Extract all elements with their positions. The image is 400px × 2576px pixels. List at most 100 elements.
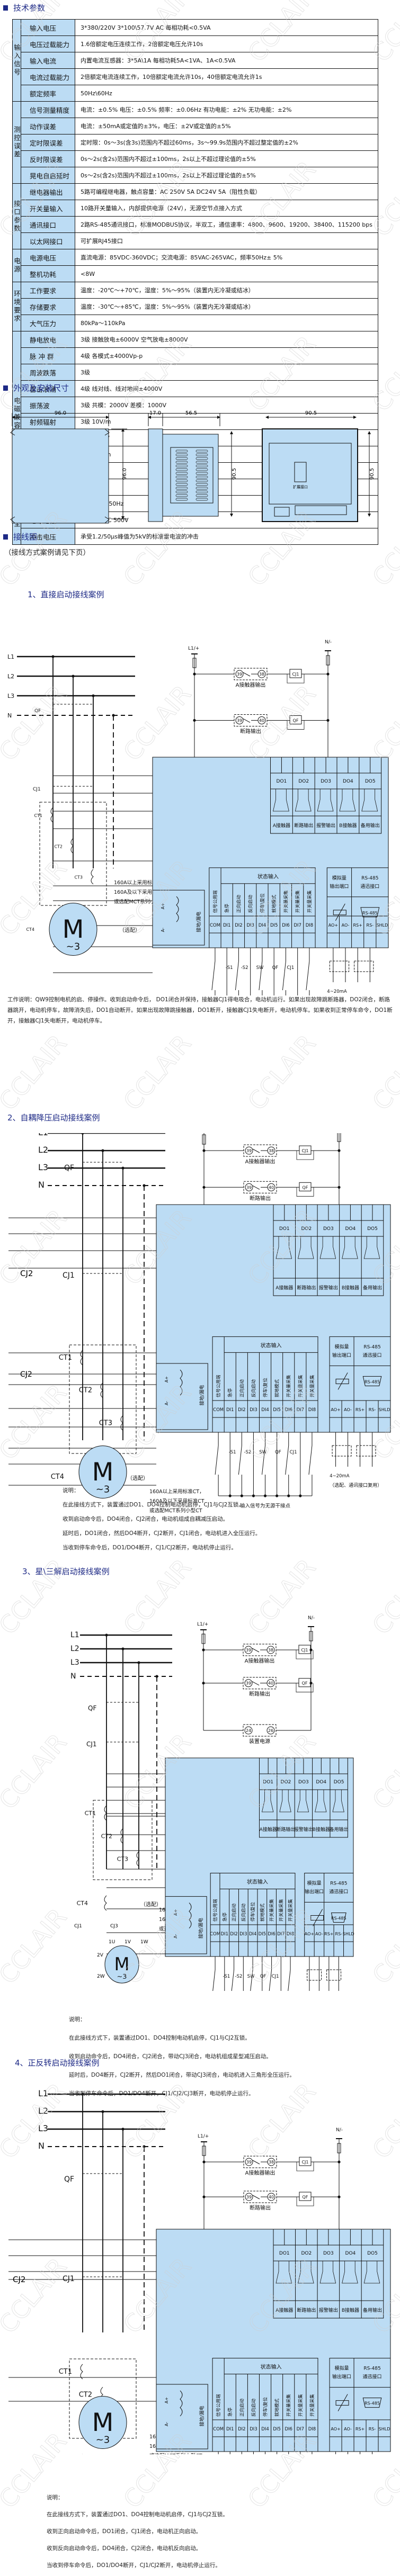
di-function: 信号公用端	[216, 2394, 221, 2417]
ao-terminal: SHLD	[377, 923, 388, 928]
junction-dot	[275, 1494, 279, 1497]
terminal-number: 40	[259, 718, 264, 723]
spec-group-label: 接口参数	[12, 183, 21, 249]
relay-contact-icon	[317, 789, 334, 812]
junction-dot	[81, 2093, 84, 2096]
do-function: 断路输出	[277, 1826, 296, 1833]
ao-terminal: SHLD	[379, 1407, 390, 1412]
ct-note: 160A以上采用标准CT，	[149, 1488, 205, 1495]
ct-label: CT1	[34, 813, 42, 818]
terminal-number: 24	[246, 1728, 251, 1733]
do-function: A接触器	[275, 1285, 293, 1291]
dimension-drawings: 96.0 96.0 17.0 56.5 90.5 90.5 扩展接口 90.5	[10, 410, 375, 524]
description-heading: 说明：	[47, 2494, 64, 2501]
spec-label: 开关量输入	[20, 200, 76, 217]
line-label: N	[38, 1180, 45, 1190]
do-label: DO2	[281, 1780, 291, 1785]
do-function: B接触器	[339, 822, 357, 829]
ct-label: CT2	[101, 1833, 112, 1839]
do-label: DO2	[301, 2251, 312, 2256]
ao-terminal: RS-	[369, 2427, 376, 2431]
optional-label: （选配）	[140, 1901, 162, 1908]
side-front-depth-dim: 17.0	[149, 410, 161, 416]
control-output-label: A接触器输出	[245, 1158, 275, 1165]
coil-label: CJ1	[292, 672, 299, 677]
rs-title: 通迅接口	[360, 883, 379, 890]
line-label: L3	[7, 693, 14, 699]
side-view: 17.0 56.5 90.5	[148, 410, 237, 522]
di-label: DI3	[250, 2427, 257, 2432]
section-tech-params: 技术参数	[3, 2, 45, 13]
spec-row: 以太网接口可扩展RJ45接口	[13, 232, 378, 249]
spec-value: 3级 10V/m	[75, 413, 378, 430]
spec-value: 3级	[75, 364, 378, 381]
do-function: 断路输出	[297, 1285, 316, 1291]
di-label: DI7	[277, 1932, 285, 1937]
case-1-title: 1、直接启动接线案例	[28, 590, 104, 599]
status-input-title: 状态输入	[261, 2364, 282, 2371]
di-function: 开关量采集	[283, 890, 289, 913]
motor-terminal-label: 1V	[125, 1940, 131, 1945]
spec-value: 电流：±0.5% 电压：±0.5% 频率：±0.06Hz 有功电能：±2% 无功…	[75, 101, 378, 118]
spec-row: 冲击电压承受1.2/50μs峰值为5kV的标准雷电波的冲击	[13, 528, 378, 545]
contactor-label: CJ3	[110, 1924, 118, 1929]
di-label: DI1	[226, 2427, 234, 2432]
contactor-label: CJ2	[13, 2275, 25, 2284]
side-height-dim: 90.5	[232, 468, 237, 480]
description-line: 当收到停车命令后，DO1/DO4断开，CJ1/CJ2断开，电动机停止运行。	[47, 2562, 221, 2569]
di-function: 开关量采集	[298, 1375, 304, 1397]
relay-contact-icon	[297, 1790, 309, 1812]
spec-value: 5路可编程继电器，触点容量：AC 250V 5A DC24V 5A（阻性负载）	[75, 183, 378, 200]
leak-terminal: A-	[164, 1401, 169, 1405]
spec-label: 电流过载能力	[20, 68, 76, 85]
coil-label: QF	[303, 1185, 308, 1190]
do-label: DO5	[367, 2251, 378, 2256]
line-label: L1	[38, 2088, 48, 2098]
di-label: DI7	[297, 1407, 304, 1413]
ao-terminal: AO-	[315, 1932, 323, 1936]
di-label: DI4	[249, 1932, 256, 1937]
motor-terminal-label: 1W	[140, 1940, 148, 1945]
switch-label: QF	[272, 965, 279, 971]
watermark-text: CCLAIR	[367, 1029, 400, 1116]
bullet-square-icon	[3, 534, 8, 540]
do-function: B接触器	[342, 2307, 359, 2313]
junction-dot	[155, 1675, 158, 1678]
spec-label: 电源电压	[20, 249, 76, 266]
description-line: 在此接线方式下，装置通过DO1、DO4控制电动机启停，CJ1与CJ2互锁。	[69, 2035, 251, 2041]
rs485-port-icon	[360, 907, 380, 918]
leak-label: 接地/漏电	[195, 912, 202, 932]
di-function: 停车\复位	[263, 1378, 269, 1397]
breaker-label: QF	[88, 1704, 96, 1712]
control-output-label: 断路输出	[250, 2204, 271, 2211]
do-label: DO5	[367, 1226, 378, 1232]
di-function: 开关量采集	[269, 1899, 275, 1922]
do-label: DO3	[323, 2251, 334, 2256]
line-label: N	[70, 1672, 76, 1681]
di-function: 开关量采集	[295, 890, 301, 913]
ct-label: CT2	[79, 1387, 92, 1395]
contactor-label: CJ1	[86, 1740, 97, 1748]
front-width-dim: 96.0	[55, 410, 66, 416]
potentiometer-icon	[333, 910, 346, 915]
section-title: 技术参数	[13, 3, 46, 13]
relay-contact-icon	[342, 2261, 358, 2284]
supply-left-label: L1/+	[197, 1622, 208, 1627]
spec-label: 晃电自启延时	[20, 167, 76, 184]
bullet-square-icon	[3, 5, 8, 11]
spec-value: <8W	[75, 265, 378, 282]
junction-dot	[337, 2195, 341, 2198]
relay-contact-icon	[275, 2261, 292, 2284]
di-function: 开关量采集	[286, 2394, 292, 2417]
do-function: 备用输出	[363, 2307, 382, 2313]
ao-title: 输出端口	[305, 1889, 324, 1895]
di-label: DI5	[270, 923, 278, 928]
wiring-diagram-reversing-start: L1L2L3NQFCJ1CT1CT2CT3CT4（选配）160A以上采用标准CT…	[8, 2088, 391, 2454]
control-output-label: 装置电源	[249, 1738, 270, 1745]
di-label: COM	[213, 2427, 224, 2432]
spec-value: 内置电流互感器：3*5A\1A 每相功耗5A<1VA、1A<0.5VA	[75, 52, 378, 69]
terminal-number: 39	[246, 1681, 251, 1686]
